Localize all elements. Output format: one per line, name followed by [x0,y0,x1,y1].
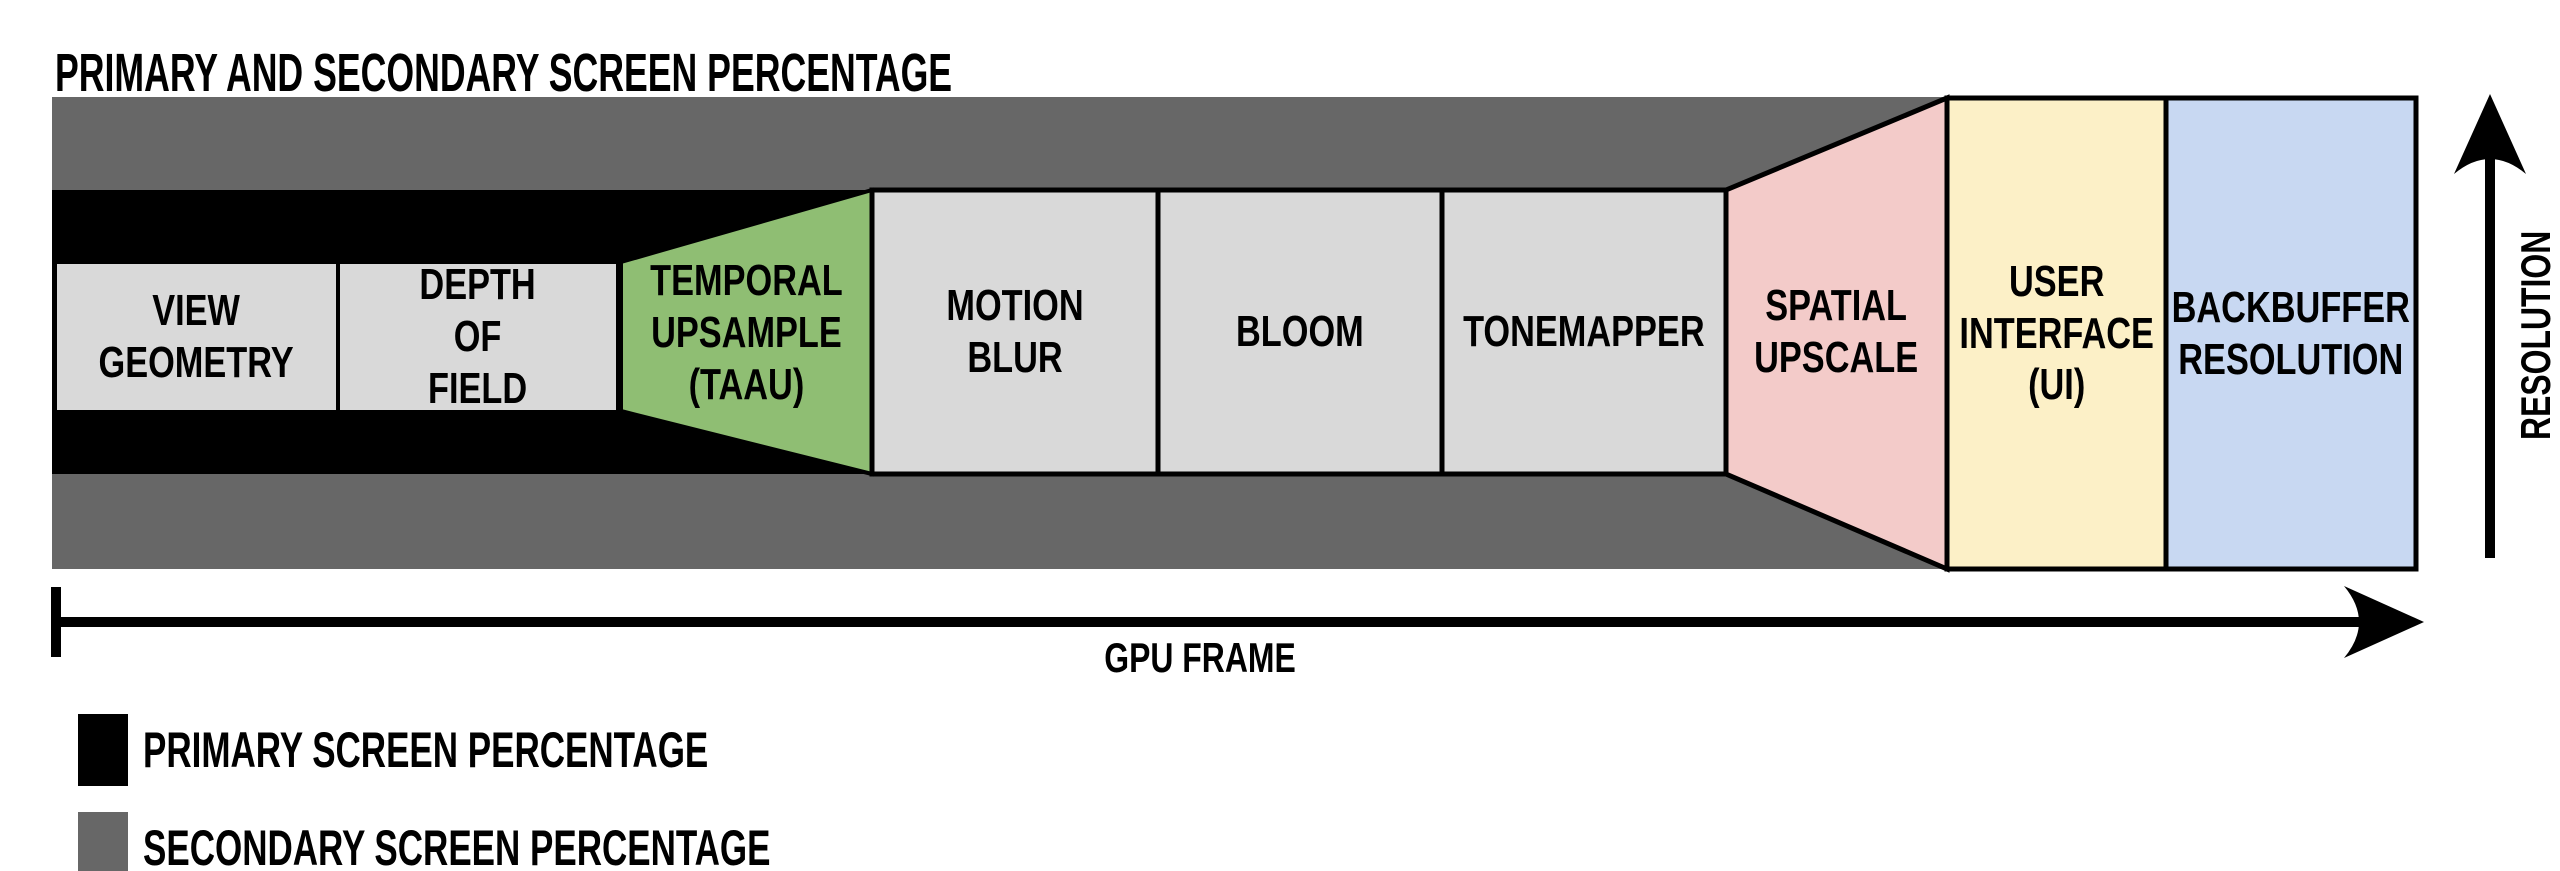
stage-label-user-interface: USER INTERFACE (UI) [1959,256,2154,410]
stage-shape-motion-blur [869,187,1161,477]
page-title: PRIMARY AND SECONDARY SCREEN PERCENTAGE [55,43,953,103]
stage-shape-user-interface [1944,95,2169,572]
stage-label-spatial-upscale: SPATIAL UPSCALE [1754,281,1919,382]
legend-swatch-secondary [78,812,128,871]
stage-shape-backbuffer-resolution [2163,95,2419,572]
stage-label-backbuffer-resolution: BACKBUFFER RESOLUTION [2171,282,2411,384]
stage-label-temporal-upsample: TEMPORAL UPSAMPLE (TAAU) [650,256,843,409]
y-axis-arrowhead-icon [2454,94,2526,174]
stage-label-bloom: BLOOM [1236,307,1364,357]
stage-shape-depth-of-field [336,260,620,414]
legend-label-secondary: SECONDARY SCREEN PERCENTAGE [143,820,771,871]
stage-label-view-geometry: VIEW GEOMETRY [98,286,295,387]
stage-label-tonemapper: TONEMAPPER [1463,307,1705,357]
stage-shape-bloom [1155,187,1445,477]
legend-label-primary: PRIMARY SCREEN PERCENTAGE [143,722,709,778]
stage-label-depth-of-field: DEPTH OF FIELD [419,260,537,413]
stage-label-motion-blur: MOTION BLUR [946,281,1084,382]
y-axis-label: RESOLUTION [2512,230,2559,440]
legend-swatch-primary [78,714,128,786]
x-axis-label: GPU FRAME [1104,634,1296,681]
x-axis-arrowhead-icon [2344,586,2424,658]
